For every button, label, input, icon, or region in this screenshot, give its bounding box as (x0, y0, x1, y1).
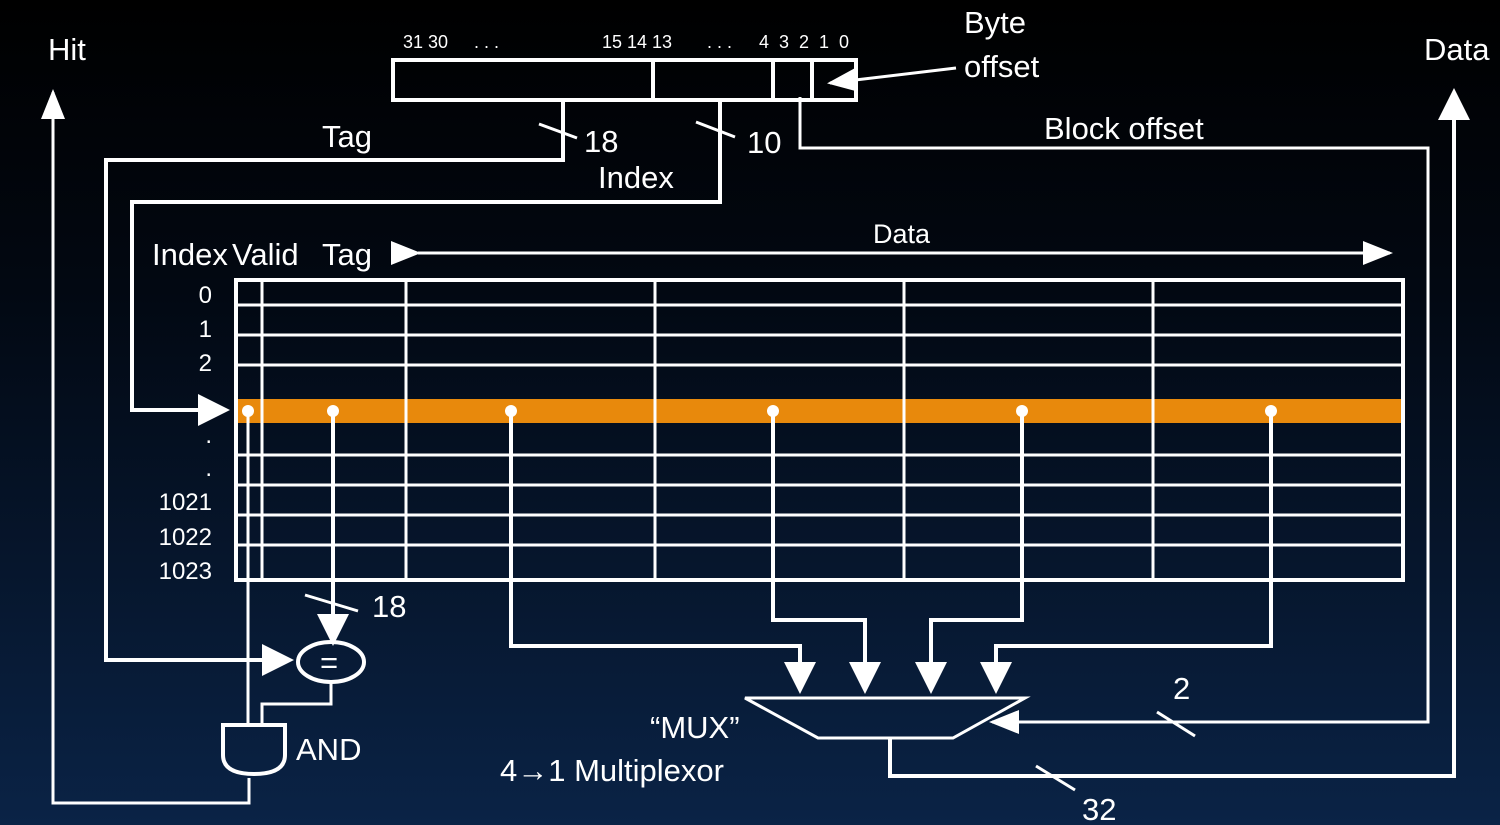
hit-wire (41, 89, 251, 805)
index-width-slash (695, 120, 736, 139)
comparator-symbol: = (320, 645, 338, 680)
cache-table (234, 278, 1405, 582)
row-index-label: . (205, 422, 212, 449)
bit-label-mid: 15 14 13 (602, 32, 672, 52)
bit-label-high: 31 30 (403, 32, 448, 52)
index-wire (130, 100, 722, 426)
tag-wire (104, 100, 565, 676)
tap-point (767, 405, 779, 417)
and-label: AND (296, 732, 361, 767)
output-width-slash (1035, 764, 1076, 792)
address-register (391, 58, 858, 102)
row-index-label: 1 (199, 316, 212, 343)
row-index-label: 0 (199, 282, 212, 309)
compare-width-slash (304, 593, 359, 613)
highlighted-row (236, 399, 1403, 423)
tag-label: Tag (322, 119, 372, 154)
header-tag: Tag (322, 237, 372, 272)
header-valid: Valid (232, 237, 299, 272)
data-wire-0 (509, 411, 816, 694)
bit-dots-high: . . . (474, 32, 499, 52)
byte-offset-arrow (827, 66, 957, 92)
tap-point (1016, 405, 1028, 417)
data-wire-3 (980, 411, 1273, 694)
data-wire-1 (771, 411, 881, 694)
tag-width-slash (538, 122, 578, 140)
row-index-labels: 0 1 2... 1021 1022 1023 (159, 282, 212, 585)
row-index-label: . (205, 455, 212, 482)
block-offset-slash (1156, 710, 1196, 738)
and-gate (221, 723, 287, 777)
tap-point (242, 405, 254, 417)
row-index-label: 1022 (159, 524, 212, 551)
header-index: Index (152, 237, 228, 272)
output-width-label: 32 (1082, 792, 1116, 825)
header-data: Data (873, 219, 931, 249)
block-offset-label: Block offset (1044, 111, 1204, 146)
mux-label: “MUX” (650, 710, 740, 745)
row-index-label: 1021 (159, 489, 212, 516)
block-offset-width-label: 2 (1173, 671, 1190, 706)
tap-point (327, 405, 339, 417)
mux-description: 4→1 Multiplexor (500, 753, 724, 788)
data-output-label: Data (1424, 32, 1490, 67)
multiplexor (744, 696, 1031, 740)
index-width-label: 10 (747, 125, 781, 160)
row-index-label: . (205, 389, 212, 416)
tap-point (505, 405, 517, 417)
compare-output-wire (260, 682, 333, 726)
row-index-label: 2 (199, 350, 212, 377)
byte-offset-label-2: offset (964, 49, 1040, 84)
data-output-wire (888, 88, 1470, 778)
data-wire-2 (915, 411, 1024, 694)
index-label: Index (598, 160, 674, 195)
tap-point (1265, 405, 1277, 417)
hit-label: Hit (48, 32, 86, 67)
tap-points (242, 405, 1277, 417)
bit-label-low: 4 3 2 1 0 (759, 32, 849, 52)
block-offset-wire (798, 97, 1430, 734)
byte-offset-label-1: Byte (964, 5, 1026, 40)
compare-width-label: 18 (372, 589, 406, 624)
tag-width-label: 18 (584, 124, 618, 159)
bit-dots-mid: . . . (707, 32, 732, 52)
row-index-label: 1023 (159, 558, 212, 585)
